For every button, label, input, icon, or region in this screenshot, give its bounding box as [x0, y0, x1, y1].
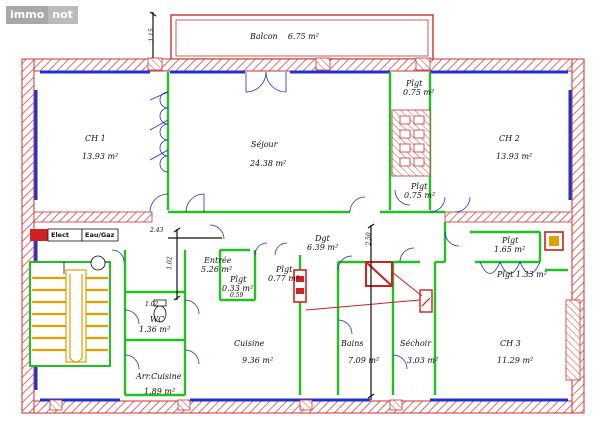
fixtures — [153, 231, 564, 323]
equipment-strip — [30, 228, 119, 242]
room-name: Plgt — [497, 270, 514, 279]
room-arr-cuisine-area: 1.89 m² — [144, 387, 176, 396]
room-ch1-area: 13.93 m² — [82, 152, 119, 161]
room-plgt-mid-area: 0.75 m² — [404, 191, 436, 200]
dim-label-4: 1.02 — [145, 301, 159, 308]
dim-label-2: 2.43 — [150, 227, 164, 234]
tag-elect: Elect — [51, 231, 70, 239]
room-cuisine-area: 9.36 m² — [242, 356, 274, 365]
room-bains-name: Bains — [341, 339, 364, 348]
room-bains-area: 7.09 m² — [348, 356, 380, 365]
room-plgt-top-name: Plgt — [406, 79, 423, 88]
room-dgt-name: Dgt — [315, 234, 330, 243]
room-wc-area: 1.36 m² — [139, 325, 171, 334]
dim-label-3: 1.02 — [166, 256, 174, 270]
room-ch2-name: CH 2 — [499, 134, 520, 143]
room-entree-name: Entrée — [204, 256, 232, 265]
dim-label-1: 1.15 — [148, 28, 156, 42]
room-entree-area: 5.26 m² — [201, 265, 233, 274]
room-sejour-area: 24.38 m² — [250, 159, 287, 168]
room-plgt-r1-area: 1.65 m² — [494, 245, 526, 254]
room-sechoir-name: Séchoir — [400, 339, 432, 348]
room-ch1-name: CH 1 — [85, 134, 106, 143]
room-dgt-area: 6.39 m² — [307, 243, 339, 252]
room-plgt-r2: Plgt 1.33 m² — [497, 271, 547, 279]
doors — [111, 71, 541, 370]
room-area: 1.33 m² — [515, 270, 547, 279]
room-plgt-a-name: Plgt — [230, 275, 247, 284]
duct-shaft — [391, 109, 431, 177]
room-name: Balcon — [250, 32, 278, 41]
room-plgt-b-area: 0.77 m² — [268, 274, 300, 283]
room-plgt-a-area: 0.33 m² — [222, 284, 254, 293]
watermark-logo: immo not — [6, 6, 78, 24]
room-area: 6.75 m² — [287, 32, 319, 41]
dim-label-5: 0.59 — [230, 292, 244, 299]
window-markers — [49, 57, 581, 411]
dimension-lines — [149, 11, 375, 400]
tag-eau-gaz: Eau/Gaz — [85, 231, 115, 239]
room-cuisine-name: Cuisine — [234, 339, 265, 348]
room-ch3-area: 11.29 m² — [497, 356, 534, 365]
room-balcon: Balcon 6.75 m² — [250, 33, 319, 41]
room-ch2-area: 13.93 m² — [496, 152, 533, 161]
room-plgt-top-area: 0.75 m² — [403, 88, 435, 97]
watermark-left: immo — [6, 6, 49, 24]
room-plgt-b-name: Plgt — [276, 265, 293, 274]
room-sejour-name: Séjour — [251, 140, 278, 149]
room-ch3-name: CH 3 — [500, 339, 521, 348]
room-arr-cuisine-name: Arr.Cuisine — [136, 372, 182, 381]
room-plgt-r1-name: Plgt — [502, 236, 519, 245]
interior-walls — [123, 72, 568, 397]
room-wc-name: WC — [150, 315, 165, 324]
watermark-right: not — [48, 6, 78, 24]
room-plgt-mid-name: Plgt — [411, 182, 428, 191]
dim-label-6: 2.50 — [365, 232, 373, 246]
staircase — [29, 255, 111, 367]
room-sechoir-area: 3.03 m² — [407, 356, 439, 365]
